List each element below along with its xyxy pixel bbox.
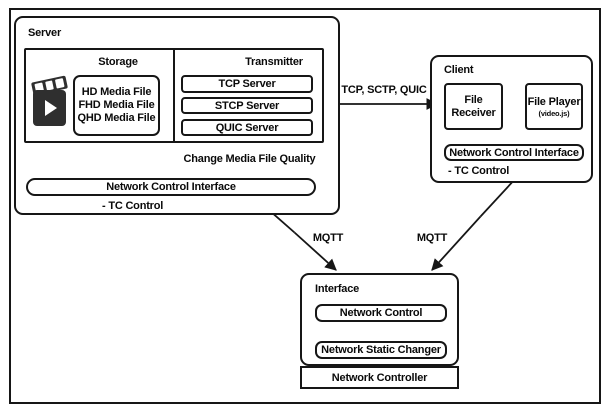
- file-player-box: File Player (video.js): [525, 83, 583, 130]
- mqtt-server-label: MQTT: [312, 232, 344, 244]
- client-box: Client File Receiver File Player (video.…: [430, 55, 593, 183]
- play-icon: [45, 100, 57, 116]
- clapperboard-body: [33, 90, 66, 126]
- media-file-qhd: QHD Media File: [77, 112, 156, 124]
- change-quality-label: Change Media File Quality: [183, 153, 316, 165]
- media-file-fhd: FHD Media File: [78, 99, 155, 111]
- server-network-control-interface-box: Network Control Interface: [26, 178, 316, 196]
- client-tc-control-label: - TC Control: [448, 165, 510, 177]
- file-receiver-box: File Receiver: [444, 83, 503, 130]
- mqtt-client-label: MQTT: [416, 232, 448, 244]
- network-static-changer-box: Network Static Changer: [315, 341, 447, 359]
- interface-title: Interface: [315, 283, 360, 295]
- server-box: Server Storage HD Media File FHD Media F…: [14, 16, 340, 215]
- client-network-control-interface-box: Network Control Interface: [444, 144, 584, 161]
- network-controller-box: Network Controller: [300, 366, 459, 389]
- tcp-server-box: TCP Server: [181, 75, 313, 93]
- quic-server-box: QUIC Server: [181, 119, 313, 136]
- server-tc-control-label: - TC Control: [102, 200, 164, 212]
- media-files-box: HD Media File FHD Media File QHD Media F…: [73, 75, 160, 136]
- storage-transmitter-box: Storage HD Media File FHD Media File QHD…: [24, 48, 324, 143]
- transport-protocols-label: TCP, SCTP, QUIC: [341, 84, 427, 96]
- interface-box: Interface Network Control Network Static…: [300, 273, 459, 366]
- transmitter-title: Transmitter: [245, 56, 303, 68]
- storage-title: Storage: [98, 56, 138, 68]
- file-player-sub-label: (video.js): [538, 108, 570, 118]
- clapperboard-play-icon: [31, 74, 69, 128]
- media-file-hd: HD Media File: [81, 86, 152, 98]
- storage-transmitter-divider: [173, 50, 175, 141]
- client-title: Client: [444, 64, 474, 76]
- file-player-label: File Player: [527, 95, 581, 108]
- stcp-server-box: STCP Server: [181, 97, 313, 114]
- figure-border: [9, 8, 601, 404]
- network-control-box: Network Control: [315, 304, 447, 322]
- server-title: Server: [28, 27, 62, 39]
